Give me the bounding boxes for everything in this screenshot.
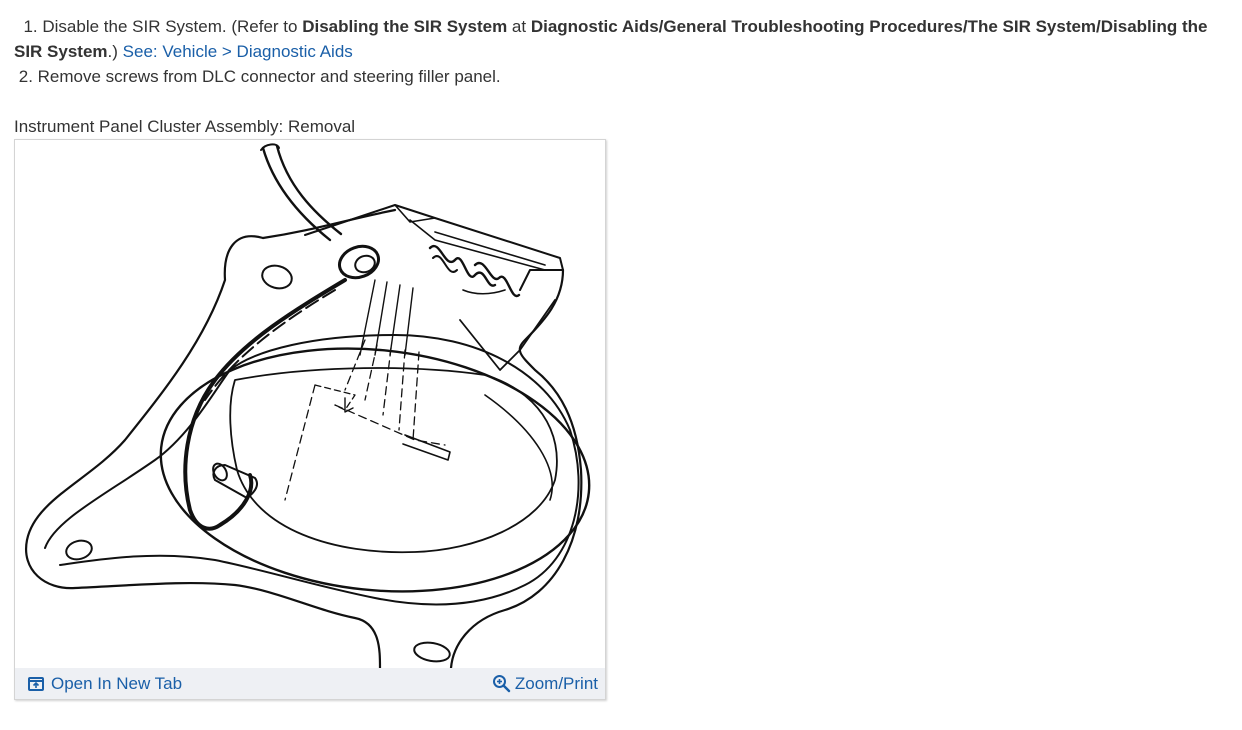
open-in-new-tab-icon xyxy=(28,677,44,691)
step-2: 2. Remove screws from DLC connector and … xyxy=(14,64,1228,89)
spacer xyxy=(14,89,1228,114)
zoom-print-button[interactable]: Zoom/Print xyxy=(492,673,598,695)
step-2-text: Remove screws from DLC connector and ste… xyxy=(37,67,501,86)
step-2-number: 2. xyxy=(18,67,33,86)
instrument-panel-cluster-illustration[interactable] xyxy=(15,140,605,668)
document-body: 1. Disable the SIR System. (Refer to Dis… xyxy=(14,14,1228,139)
open-in-new-tab-label: Open In New Tab xyxy=(51,674,183,693)
figure-panel: Open In New Tab Zoom/Print xyxy=(14,139,606,700)
step-1: 1. Disable the SIR System. (Refer to Dis… xyxy=(14,14,1228,64)
open-in-new-tab-button[interactable]: Open In New Tab xyxy=(28,673,182,695)
figure-caption: Instrument Panel Cluster Assembly: Remov… xyxy=(14,117,356,136)
zoom-print-label: Zoom/Print xyxy=(514,674,598,693)
figure-toolbar: Open In New Tab Zoom/Print xyxy=(15,668,605,699)
step-1-text: Disable the SIR System. (Refer to xyxy=(42,17,303,36)
step-1-text-after: .) xyxy=(107,42,123,61)
see-diagnostic-aids-link[interactable]: See: Vehicle > Diagnostic Aids xyxy=(122,42,353,61)
magnifier-plus-icon xyxy=(492,674,512,694)
step-1-number: 1. xyxy=(23,17,38,36)
step-1-text-mid: at xyxy=(507,17,531,36)
step-1-ref-title: Disabling the SIR System xyxy=(302,17,508,36)
step-1-ref-path: Diagnostic Aids/General Troubleshooting … xyxy=(14,17,1208,61)
